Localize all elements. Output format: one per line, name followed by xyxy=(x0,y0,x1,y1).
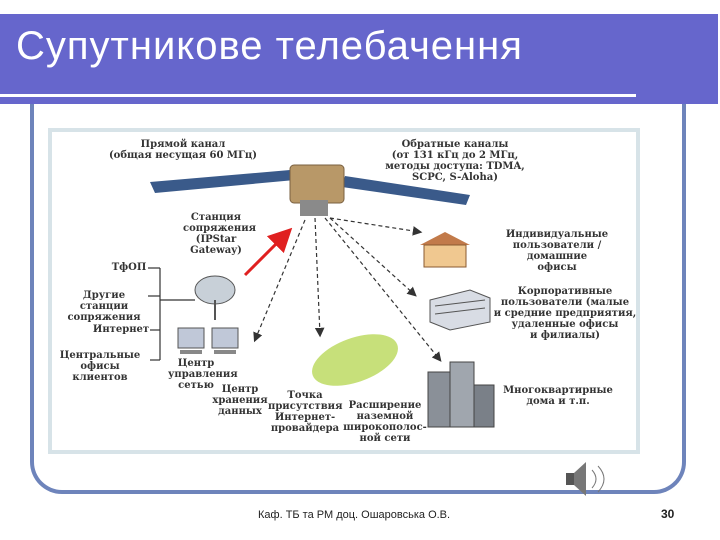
gateway-uplink-arrow xyxy=(243,227,293,277)
title-bar xyxy=(0,14,718,104)
isp-pop-label: Точка присутствия Интернет- провайдера xyxy=(268,390,343,434)
return-channels-label: Обратные каналы (от 131 кГц до 2 МГц, ме… xyxy=(385,139,525,183)
page-number: 30 xyxy=(661,507,675,521)
downlink-arrows xyxy=(253,217,442,362)
isp-coverage-area xyxy=(312,334,398,386)
apartment-buildings-icon xyxy=(427,361,495,428)
apartment-buildings-label: Многоквартирные дома и т.п. xyxy=(503,385,613,407)
other-gateways-label: Другие станции сопряжения xyxy=(67,290,141,323)
pstn-label: ТфОП xyxy=(111,262,147,273)
gateway-label: Станция сопряжения (IPStar Gateway) xyxy=(183,212,257,256)
slide-title: Супутникове телебачення xyxy=(16,24,523,68)
data-center-label: Центр хранения данных xyxy=(212,384,268,417)
speaker-icon[interactable] xyxy=(566,462,605,496)
office-building-icon xyxy=(429,289,491,331)
title-underline xyxy=(0,94,636,97)
computer-icon xyxy=(177,327,239,354)
internet-label: Интернет xyxy=(92,324,150,335)
forward-channel-label: Прямой канал (общая несущая 60 МГц) xyxy=(108,139,258,161)
central-offices-label: Центральные офисы клиентов xyxy=(59,350,141,383)
broadband-expansion-label: Расширение наземной широкополос- ной сет… xyxy=(343,400,427,444)
individual-users-label: Индивидуальные пользователи / домашние о… xyxy=(505,229,609,273)
network-diagram xyxy=(48,128,640,454)
slide-frame xyxy=(30,104,686,494)
network-control-label: Центр управления сетью xyxy=(168,358,238,391)
corporate-users-label: Корпоративные пользователи (малые и сред… xyxy=(493,286,637,341)
house-icon xyxy=(420,232,470,268)
slide-footer: Каф. ТБ та РМ доц. Ошаровська О.В. xyxy=(258,509,451,521)
dish-antenna-icon xyxy=(194,275,236,320)
satellite-icon xyxy=(150,164,470,216)
gateway-bracket xyxy=(148,267,195,361)
